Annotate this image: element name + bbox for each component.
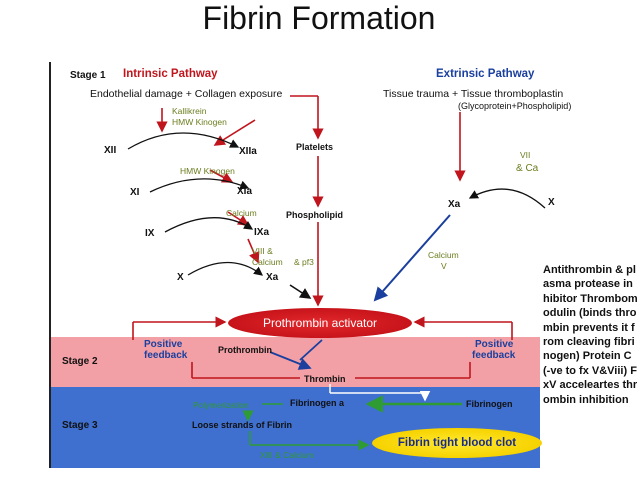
phospholipid-label: Phospholipid <box>286 210 343 220</box>
kallikrein-label: Kallikrein <box>172 106 207 116</box>
stage2-label: Stage 2 <box>62 356 98 367</box>
regulators-note: Antithrombin & plasma protease inhibitor… <box>543 264 638 406</box>
stage3-label: Stage 3 <box>62 420 98 431</box>
stage1-label: Stage 1 <box>70 70 106 81</box>
calcium-label-extrinsic: Calcium <box>428 250 459 260</box>
fibrinogen-a-label: Fibrinogen a <box>290 398 344 408</box>
platelets-label: Platelets <box>296 142 334 152</box>
left-divider <box>49 62 51 468</box>
hmw-kinogen-label-2: HMW Kinogen <box>180 166 235 176</box>
hmw-kinogen-label-1: HMW Kinogen <box>172 117 227 127</box>
positive-feedback-left-line1: Positive <box>144 339 183 350</box>
intrinsic-trigger: Endothelial damage + Collagen exposure <box>90 88 283 100</box>
pf3-label: & pf3 <box>294 257 314 267</box>
factor-ix: IX <box>145 228 155 239</box>
prothrombin-activator: Prothrombin activator <box>228 308 412 338</box>
factor-xa-extrinsic: Xa <box>448 199 461 210</box>
positive-feedback-right-line2: feedback <box>472 350 516 361</box>
page-title: Fibrin Formation <box>202 0 436 36</box>
extrinsic-trigger: Tissue trauma + Tissue thromboplastin <box>383 88 564 100</box>
factor-xii: XII <box>104 145 117 156</box>
extrinsic-heading: Extrinsic Pathway <box>436 68 535 80</box>
thrombin-label: Thrombin <box>304 374 346 384</box>
ca-label: & Ca <box>516 163 539 174</box>
factor-xi: XI <box>130 187 140 198</box>
prothrombin-label: Prothrombin <box>218 345 272 355</box>
positive-feedback-right-line1: Positive <box>475 339 514 350</box>
factor-x-extrinsic: X <box>548 197 555 208</box>
viii-calcium-label: Calcium <box>252 257 283 267</box>
xiii-calcium-label: XIII & Calcium <box>260 450 314 460</box>
viii-label: VIII & <box>252 246 273 256</box>
factor-xiia: XIIa <box>239 146 257 157</box>
extrinsic-trigger-sub: (Glycoprotein+Phospholipid) <box>458 101 572 111</box>
factor-v-label: V <box>441 261 447 271</box>
calcium-label-intrinsic: Calcium <box>226 208 257 218</box>
intrinsic-heading: Intrinsic Pathway <box>123 68 218 80</box>
factor-ixa: IXa <box>254 227 270 238</box>
fibrinogen-label: Fibrinogen <box>466 399 513 409</box>
loose-strands-label: Loose strands of Fibrin <box>192 420 293 430</box>
factor-xia: XIa <box>237 186 253 197</box>
vii-label: VII <box>520 150 531 160</box>
polymerization-label: Polymerization <box>193 400 249 410</box>
factor-xa-intrinsic: Xa <box>266 272 279 283</box>
factor-x-intrinsic: X <box>177 272 184 283</box>
fibrin-clot: Fibrin tight blood clot <box>372 428 542 458</box>
positive-feedback-left-line2: feedback <box>144 350 188 361</box>
